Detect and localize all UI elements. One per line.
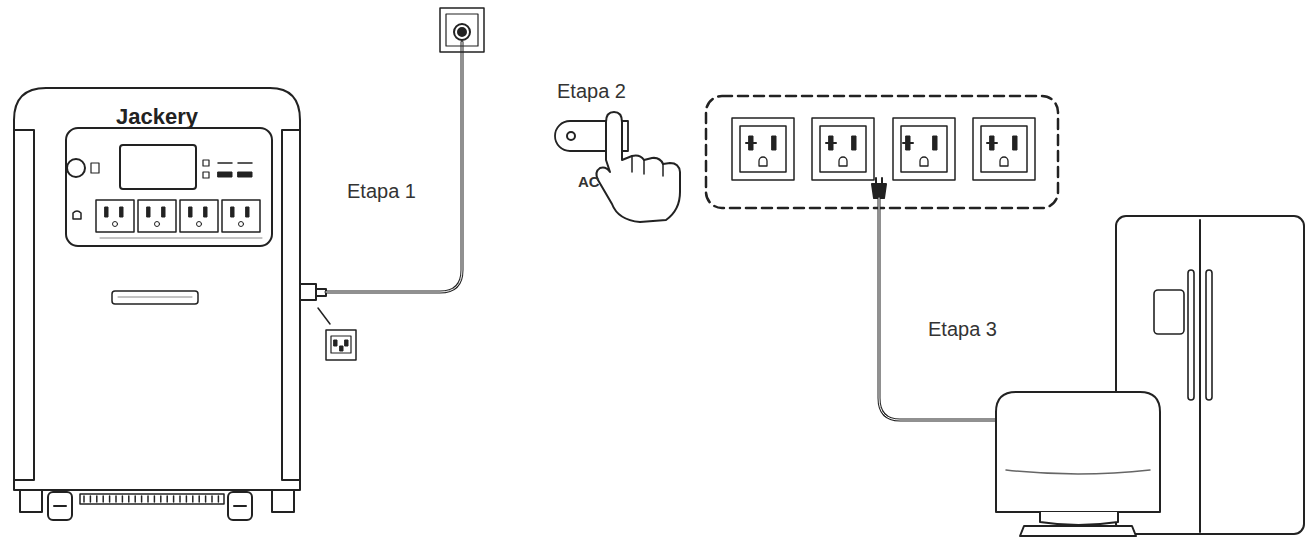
panel-outlet bbox=[138, 200, 176, 232]
ac-outlets bbox=[732, 118, 1035, 180]
appliance bbox=[996, 392, 1160, 536]
button-label: AC bbox=[578, 174, 600, 191]
panel-outlet bbox=[96, 200, 134, 232]
panel-outlet bbox=[222, 200, 260, 232]
step-label: Etapa 3 bbox=[928, 318, 997, 340]
mains-cable bbox=[300, 8, 484, 360]
brand-name: Jackery bbox=[116, 105, 198, 129]
power-station bbox=[14, 88, 300, 520]
step-label: Etapa 2 bbox=[557, 80, 626, 102]
appliance-cable bbox=[872, 178, 996, 420]
step-label: Etapa 1 bbox=[347, 180, 416, 202]
outlet-group bbox=[706, 96, 1058, 208]
panel-outlet bbox=[180, 200, 218, 232]
pressing-hand bbox=[596, 112, 680, 222]
